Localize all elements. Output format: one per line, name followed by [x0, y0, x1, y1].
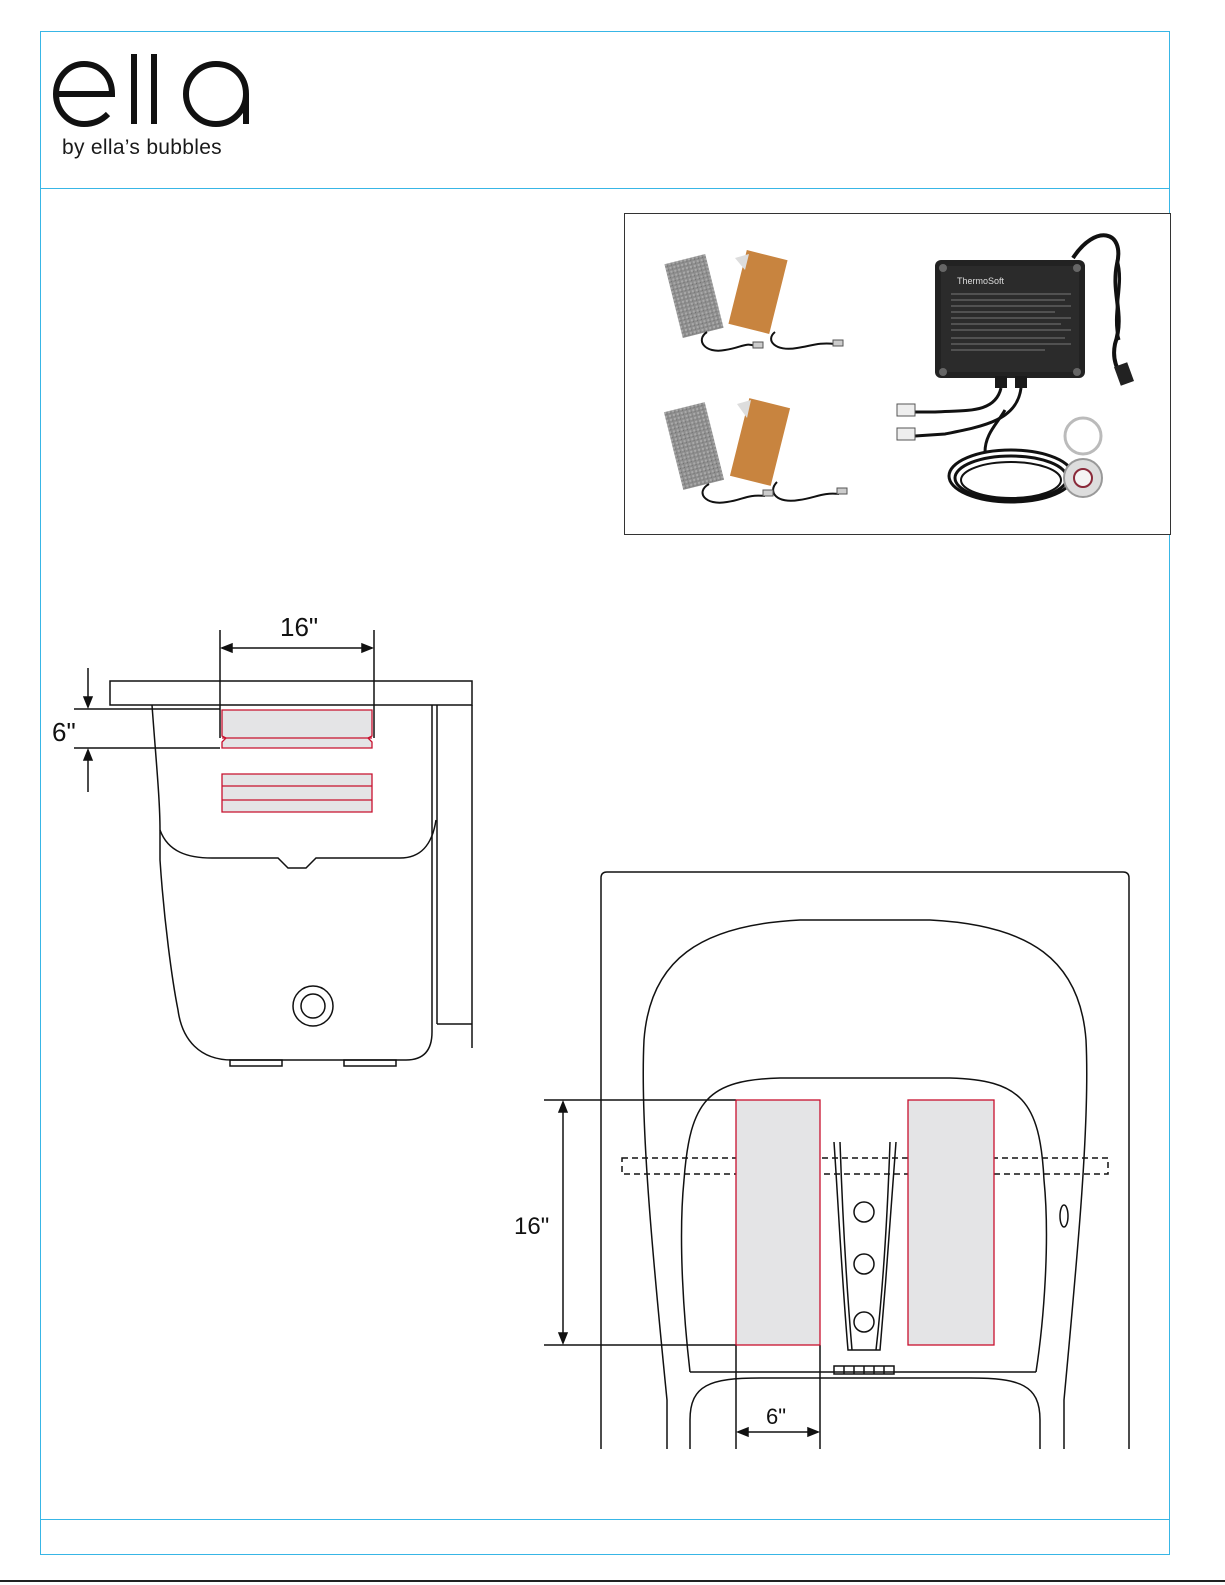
top-width-dimension: 6" [766, 1404, 786, 1429]
top-length-dimension: 16" [514, 1213, 549, 1240]
side-view-heater-pads [222, 710, 372, 812]
side-width-dimension: 16" [280, 612, 318, 642]
top-view-drawing [544, 872, 1129, 1449]
side-height-dimension: 6" [52, 717, 76, 747]
side-view-drawing [74, 630, 472, 1066]
